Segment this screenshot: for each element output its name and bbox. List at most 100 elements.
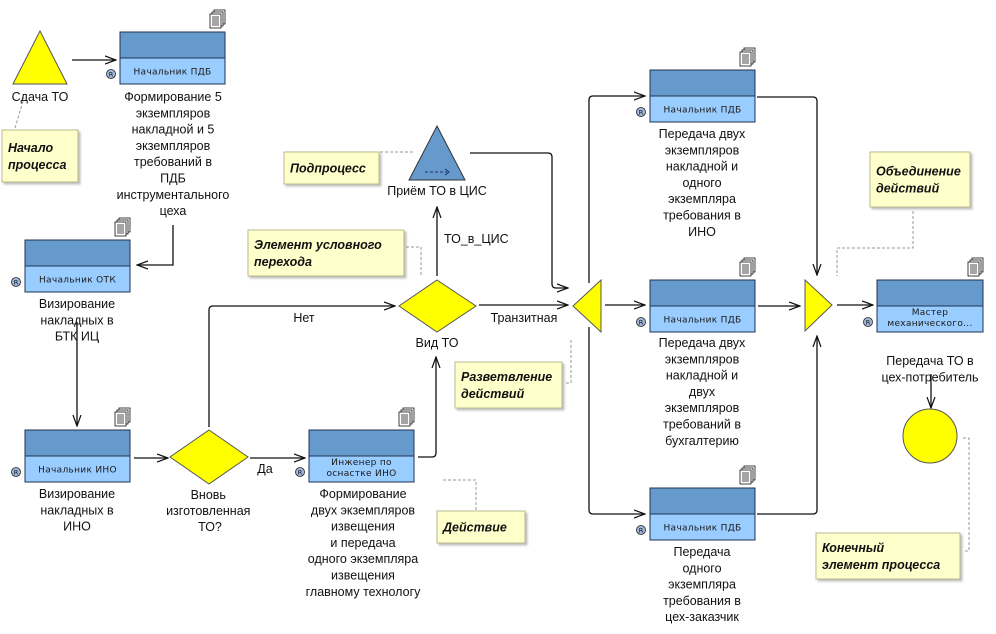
note-text: Подпроцесс: [290, 162, 366, 176]
join-gateway[interactable]: [804, 278, 833, 333]
document-icon[interactable]: [209, 9, 226, 29]
action-role-band: [649, 513, 756, 541]
document-icon[interactable]: [739, 465, 756, 485]
svg-text:R: R: [298, 469, 303, 477]
resource-icon[interactable]: R: [106, 69, 116, 79]
action-role: Начальник ИНО: [38, 466, 117, 476]
resource-icon[interactable]: R: [636, 317, 646, 327]
start-event[interactable]: Сдача ТО: [12, 29, 69, 104]
edge-label-yes: Да: [257, 462, 272, 476]
svg-text:R: R: [109, 71, 114, 79]
action-role: Начальник ПДБ: [133, 68, 211, 78]
document-icon[interactable]: [739, 257, 756, 277]
note-action[interactable]: Действие: [436, 510, 526, 544]
svg-text:R: R: [14, 279, 19, 287]
action-header: [119, 31, 226, 59]
split-gateway[interactable]: [572, 278, 602, 334]
action-role-band: [649, 305, 756, 333]
action-header: [24, 429, 131, 457]
end-event[interactable]: [902, 408, 958, 464]
decision-type-to[interactable]: Вид ТО: [398, 279, 477, 350]
resource-icon[interactable]: R: [636, 525, 646, 535]
connectors: [72, 60, 931, 514]
action-header: [308, 429, 415, 457]
document-icon[interactable]: [114, 217, 131, 237]
subprocess-arrow-icon: [444, 168, 450, 176]
action-role-band: [119, 57, 226, 85]
document-icon[interactable]: [398, 407, 415, 427]
svg-text:R: R: [639, 319, 644, 327]
decision-new-to[interactable]: Вновь изготовленная ТО?: [166, 429, 254, 534]
action-header: [649, 279, 756, 307]
action-role-band: [649, 95, 756, 123]
edge-label-to-cis: ТО_в_ЦИС: [444, 232, 509, 246]
document-icon[interactable]: [967, 257, 984, 277]
document-icon[interactable]: [739, 47, 756, 67]
edge-a1-to-a2[interactable]: [137, 225, 174, 265]
decision-label: Вид ТО: [416, 336, 459, 350]
action-header: [876, 279, 984, 307]
action-role-band: [308, 455, 415, 483]
note-subprocess[interactable]: Подпроцесс: [283, 151, 380, 185]
edge-split-to-a5[interactable]: [588, 96, 645, 283]
action-role-band: [24, 265, 131, 293]
start-event-label: Сдача ТО: [12, 90, 69, 104]
edge-d1-to-d2[interactable]: [208, 306, 395, 427]
svg-text:R: R: [14, 469, 19, 477]
edge-label-no: Нет: [293, 311, 315, 325]
action-role-band: [24, 455, 131, 483]
action-role: Начальник ПДБ: [663, 524, 741, 534]
edge-a4-to-d2[interactable]: [418, 357, 436, 458]
resource-icon[interactable]: R: [295, 467, 305, 477]
action-header: [649, 69, 756, 97]
edge-a5-to-join[interactable]: [757, 96, 817, 275]
svg-text:R: R: [866, 319, 871, 327]
note-text: Действие: [442, 521, 507, 535]
action-role: Начальник ОТК: [39, 276, 116, 286]
edge-subprocess-to-split[interactable]: [470, 152, 568, 288]
document-icon[interactable]: [114, 407, 131, 427]
resource-icon[interactable]: R: [863, 317, 873, 327]
resource-icon[interactable]: R: [11, 277, 21, 287]
svg-text:R: R: [639, 109, 644, 117]
edge-split-to-a7[interactable]: [588, 327, 645, 514]
action-role-band: [876, 305, 984, 333]
resource-icon[interactable]: R: [636, 107, 646, 117]
action-header: [24, 239, 131, 267]
resource-icon[interactable]: R: [11, 467, 21, 477]
decision-label: Вновь изготовленная ТО?: [166, 488, 254, 534]
subprocess-node[interactable]: Приём ТО в ЦИС: [387, 124, 487, 198]
action-role: Начальник ПДБ: [663, 316, 741, 326]
subprocess-label: Приём ТО в ЦИС: [387, 184, 487, 198]
edge-a7-to-join[interactable]: [757, 336, 817, 515]
